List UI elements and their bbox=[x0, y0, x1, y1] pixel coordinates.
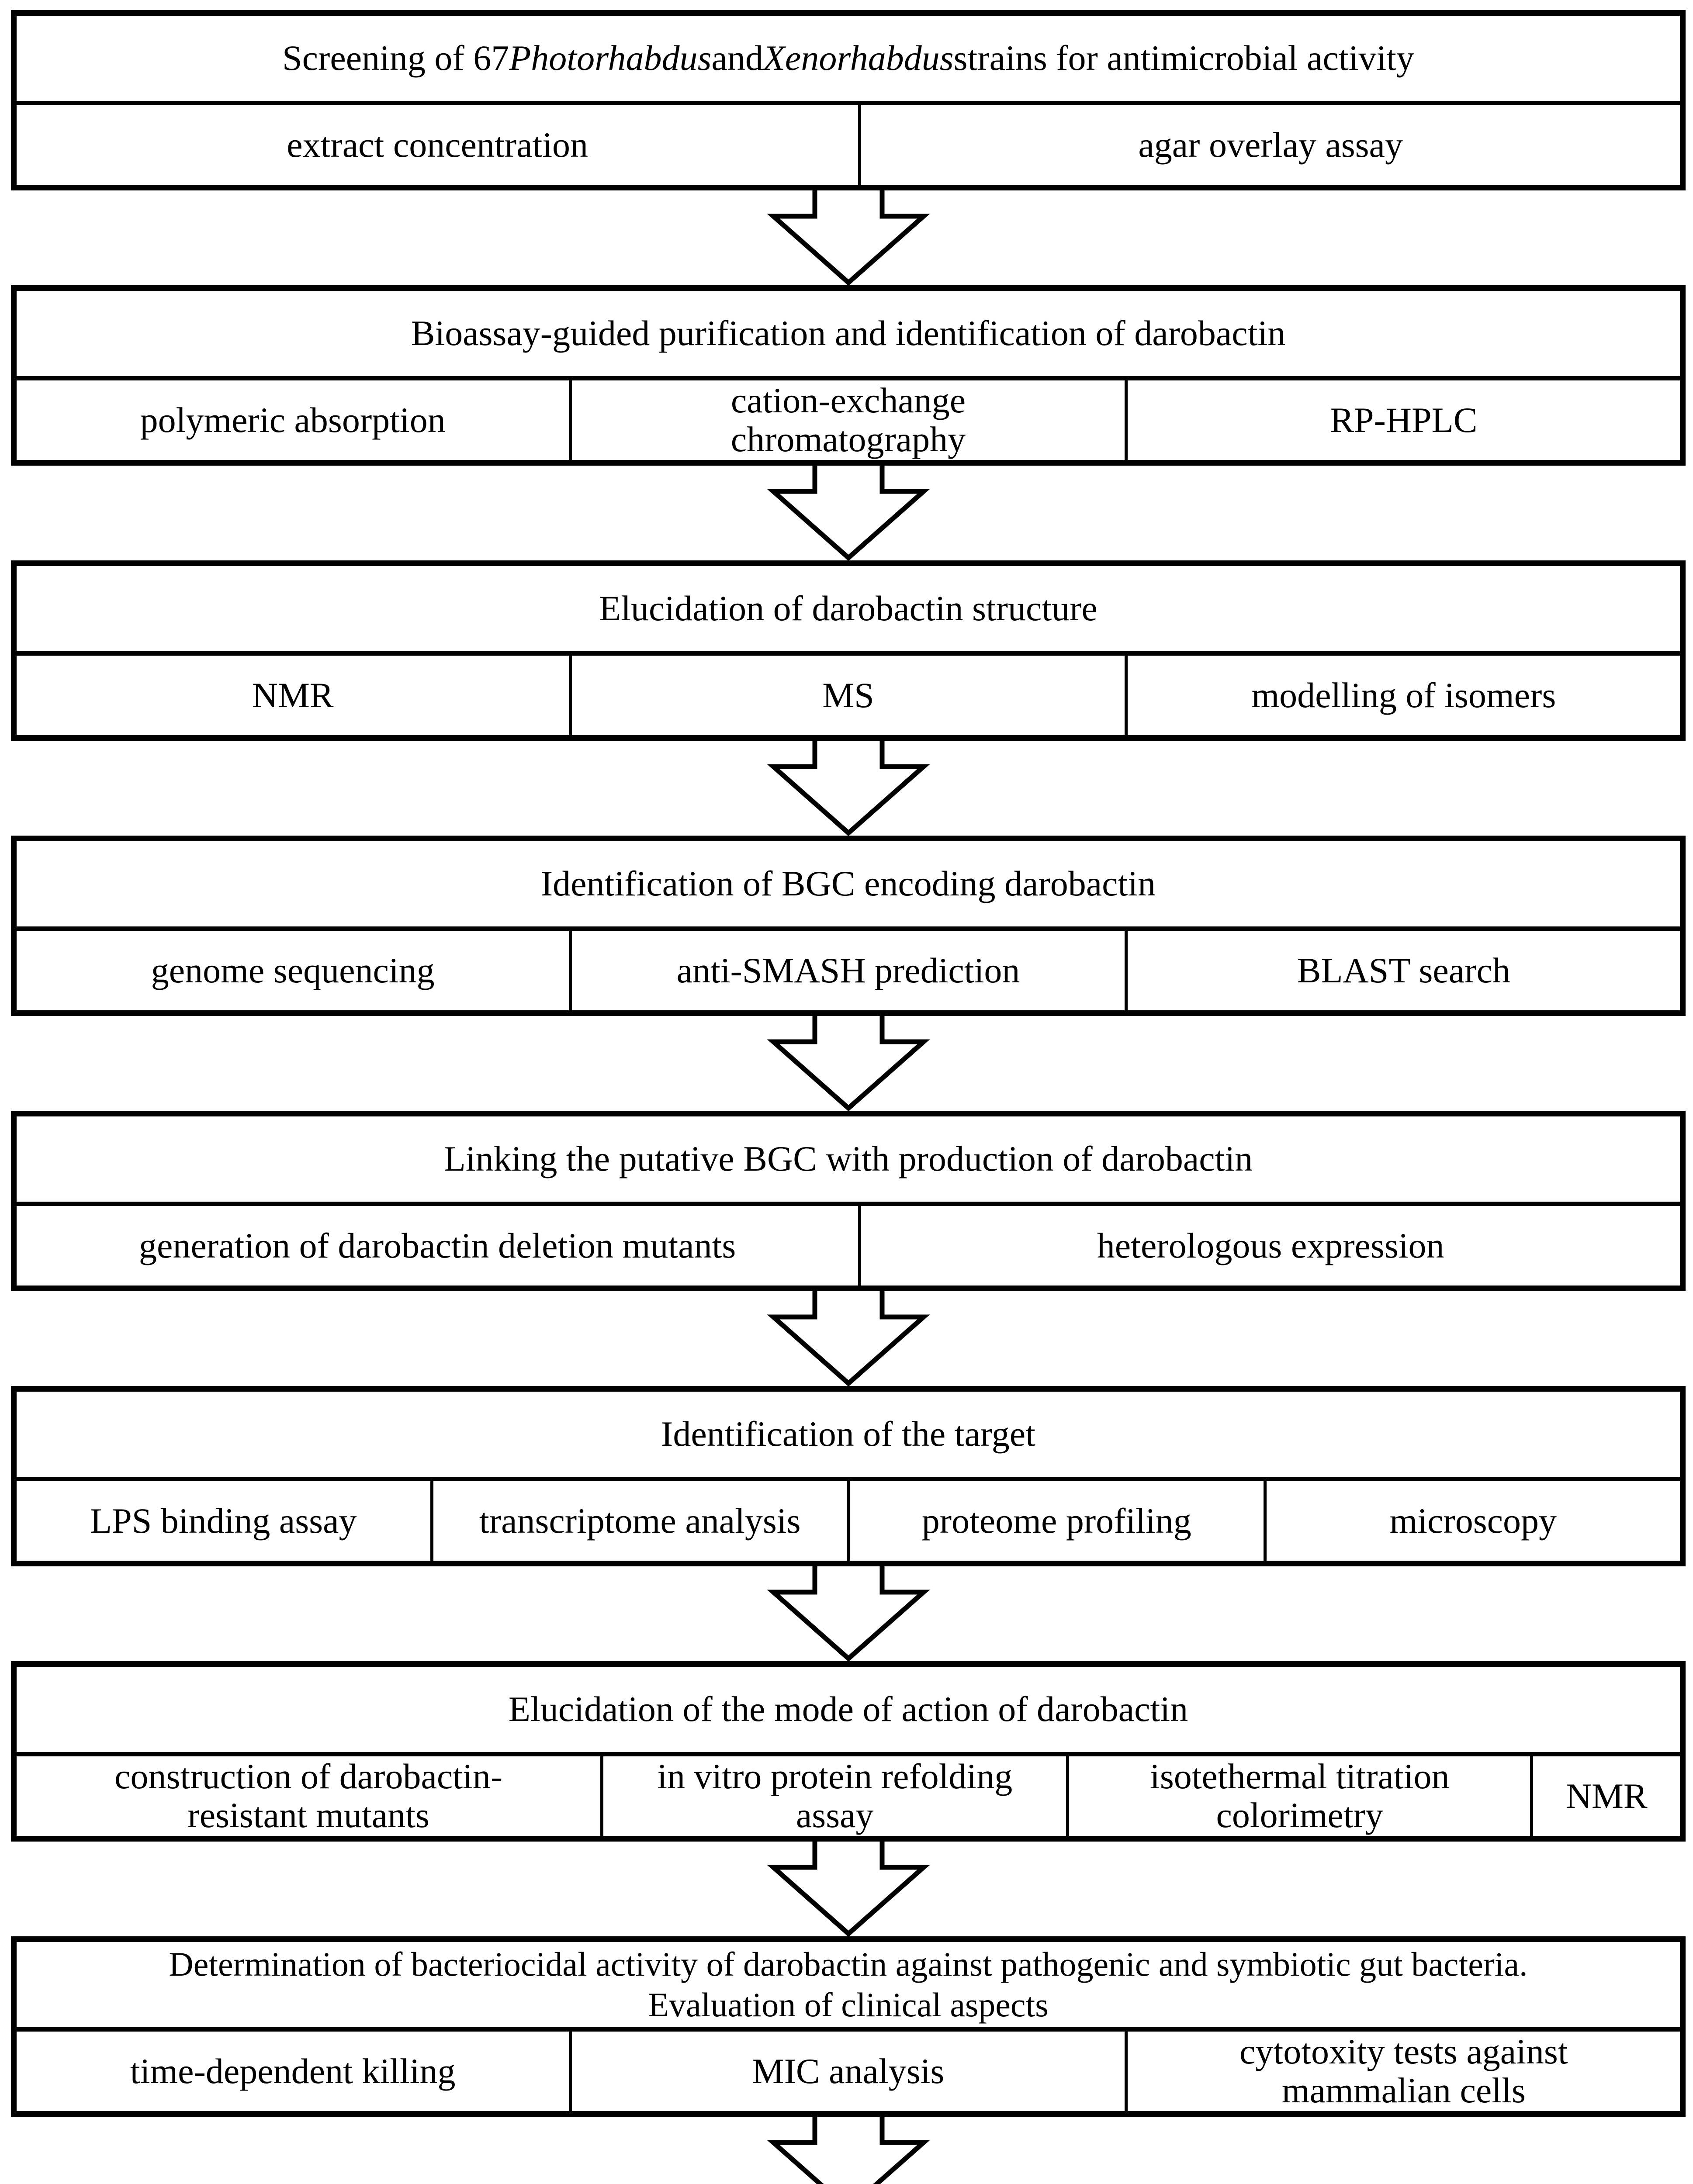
step-title: Bioassay-guided purification and identif… bbox=[17, 291, 1680, 380]
step-title-segment: Screening of 67 bbox=[282, 38, 509, 78]
method-cell: NMR bbox=[1530, 1756, 1680, 1836]
methods-row: generation of darobactin deletion mutant… bbox=[17, 1206, 1680, 1286]
method-cell: MS bbox=[569, 656, 1124, 735]
step-title: Elucidation of the mode of action of dar… bbox=[17, 1667, 1680, 1756]
step-title: Identification of the target bbox=[17, 1392, 1680, 1481]
step-title: Identification of BGC encoding darobacti… bbox=[17, 841, 1680, 931]
method-cell: in vitro protein refolding assay bbox=[600, 1756, 1066, 1836]
methods-row: construction of darobactin- resistant mu… bbox=[17, 1756, 1680, 1836]
flow-step-box: Elucidation of the mode of action of dar… bbox=[11, 1661, 1686, 1842]
flowchart: Screening of 67 Photorhabdus and Xenorha… bbox=[11, 10, 1686, 2184]
step-title-segment: Bioassay-guided purification and identif… bbox=[411, 313, 1286, 353]
step-title-segment: and bbox=[711, 38, 763, 78]
method-cell: anti-SMASH prediction bbox=[569, 931, 1124, 1010]
method-cell: polymeric absorption bbox=[140, 400, 446, 440]
method-cell: modelling of isomers bbox=[1124, 656, 1680, 735]
down-arrow-icon bbox=[766, 1842, 930, 1937]
flow-step-box: Bioassay-guided purification and identif… bbox=[11, 285, 1686, 466]
method-cell: extract concentration bbox=[287, 124, 589, 165]
step-title-segment: strains for antimicrobial activity bbox=[953, 38, 1414, 78]
methods-row: extract concentration agar overlay assay bbox=[17, 105, 1680, 185]
method-cell: time-dependent killing bbox=[130, 2051, 456, 2091]
methods-row: polymeric absorption cation-exchange chro… bbox=[17, 380, 1680, 460]
step-title-italic-segment: Photorhabdus bbox=[509, 38, 712, 78]
method-cell: heterologous expression bbox=[858, 1206, 1680, 1286]
step-title: Screening of 67 Photorhabdus and Xenorha… bbox=[17, 16, 1680, 105]
step-title: Linking the putative BGC with production… bbox=[17, 1116, 1680, 1206]
step-title-segment: Elucidation of darobactin structure bbox=[599, 588, 1098, 629]
down-arrow-icon bbox=[766, 1016, 930, 1112]
down-arrow-icon bbox=[766, 2117, 930, 2184]
method-cell: generation of darobactin deletion mutant… bbox=[139, 1225, 736, 1265]
method-cell: construction of darobactin- resistant mu… bbox=[114, 1756, 503, 1835]
method-cell: MIC analysis bbox=[569, 2032, 1124, 2111]
flow-step-box: Identification of BGC encoding darobacti… bbox=[11, 836, 1686, 1016]
method-cell: cytotoxity tests against mammalian cells bbox=[1124, 2032, 1680, 2111]
method-cell: BLAST search bbox=[1124, 931, 1680, 1010]
flow-step-box: Linking the putative BGC with production… bbox=[11, 1111, 1686, 1291]
method-cell: LPS binding assay bbox=[90, 1500, 357, 1541]
method-cell: RP-HPLC bbox=[1124, 380, 1680, 460]
down-arrow-icon bbox=[766, 1566, 930, 1662]
down-arrow-icon bbox=[766, 466, 930, 561]
flow-step-box: Determination of bacteriocidal activity … bbox=[11, 1936, 1686, 2117]
step-title-italic-segment: Xenorhabdus bbox=[763, 38, 954, 78]
method-cell: cation-exchange chromatography bbox=[569, 380, 1124, 460]
step-title-segment: Linking the putative BGC with production… bbox=[443, 1139, 1253, 1179]
step-title-segment: Identification of the target bbox=[661, 1414, 1035, 1454]
method-cell: transcriptome analysis bbox=[430, 1481, 847, 1561]
method-cell: isotethermal titration colorimetry bbox=[1066, 1756, 1530, 1836]
down-arrow-icon bbox=[766, 1291, 930, 1387]
method-cell: genome sequencing bbox=[151, 950, 435, 990]
method-cell: NMR bbox=[252, 675, 334, 715]
step-title-segment: Elucidation of the mode of action of dar… bbox=[508, 1689, 1188, 1729]
step-title: Elucidation of darobactin structure bbox=[17, 566, 1680, 656]
step-title-segment: Determination of bacteriocidal activity … bbox=[169, 1945, 1528, 2024]
step-title: Determination of bacteriocidal activity … bbox=[17, 1942, 1680, 2032]
method-cell: proteome profiling bbox=[847, 1481, 1264, 1561]
down-arrow-icon bbox=[766, 190, 930, 286]
step-title-segment: Identification of BGC encoding darobacti… bbox=[540, 864, 1156, 904]
flow-step-box: Screening of 67 Photorhabdus and Xenorha… bbox=[11, 10, 1686, 190]
down-arrow-icon bbox=[766, 741, 930, 836]
method-cell: agar overlay assay bbox=[858, 105, 1680, 185]
method-cell: microscopy bbox=[1263, 1481, 1680, 1561]
